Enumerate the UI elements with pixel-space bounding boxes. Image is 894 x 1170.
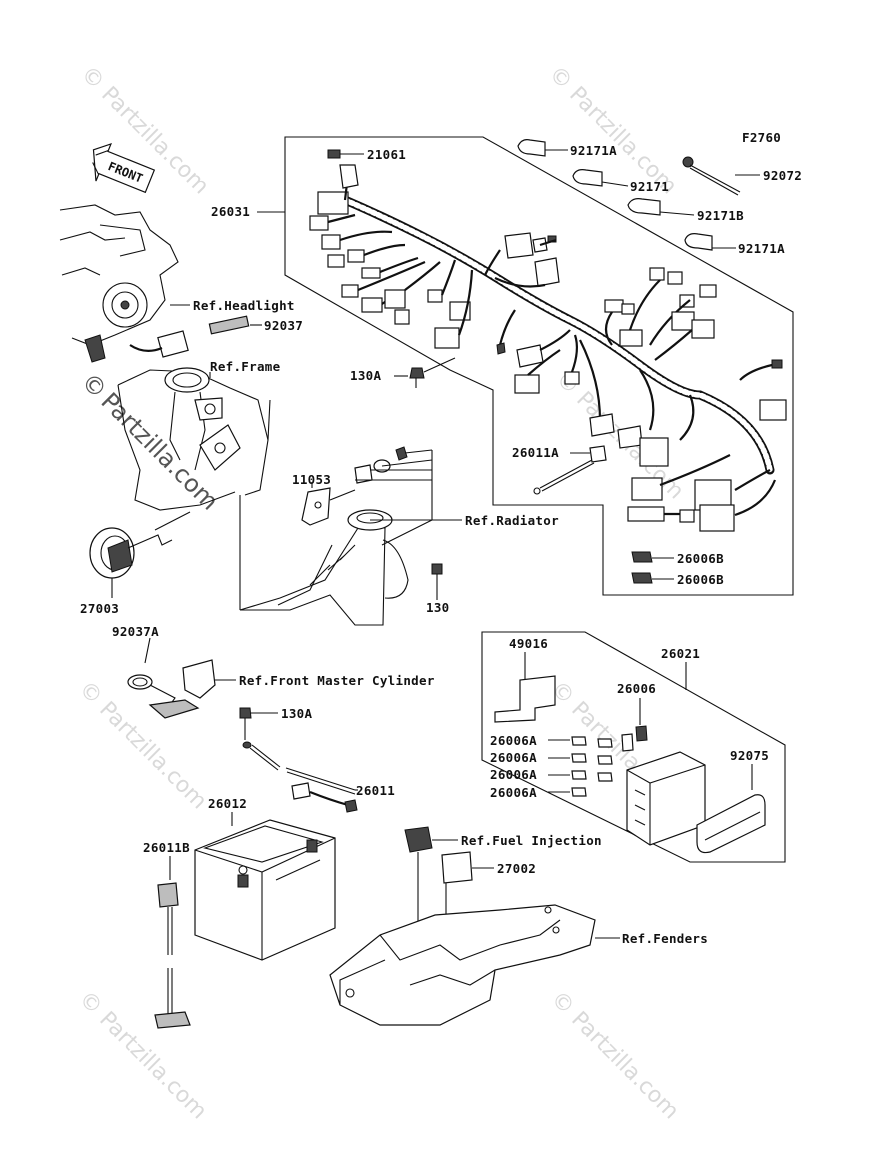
label-130: 130	[426, 600, 449, 615]
label-21061: 21061	[367, 147, 406, 162]
label-26011: 26011	[356, 783, 395, 798]
watermark-lower-left: © Partzilla.com	[74, 677, 212, 815]
watermark-bottom-left: © Partzilla.com	[74, 987, 212, 1125]
main-harness-box: 26031 21061	[211, 136, 794, 596]
label-130A-upper: 130A	[350, 368, 381, 383]
label-92171: 92171	[630, 179, 669, 194]
label-92171B: 92171B	[697, 208, 744, 223]
part-26012-battery: 26012	[194, 796, 336, 961]
relays-and-fender: Ref.Fuel Injection 27002 Ref.Fenders	[329, 826, 708, 1026]
part-130A-upper: 130A	[350, 357, 456, 388]
headlight-frame-assembly	[59, 204, 271, 610]
label-26021: 26021	[661, 646, 700, 661]
label-26011A: 26011A	[512, 445, 559, 460]
label-92072: 92072	[763, 168, 802, 183]
label-49016: 49016	[509, 636, 548, 651]
label-26006B-2: 26006B	[677, 572, 724, 587]
label-92075: 92075	[730, 748, 769, 763]
label-26012: 26012	[208, 796, 247, 811]
ref-radiator: Ref.Radiator	[465, 513, 559, 528]
part-92037: 92037	[208, 315, 303, 335]
label-92171A-bottom: 92171A	[738, 241, 785, 256]
label-26006A-2: 26006A	[490, 750, 537, 765]
label-130A-lower: 130A	[281, 706, 312, 721]
label-92171A-top: 92171A	[570, 143, 617, 158]
part-26011B: 26011B	[143, 840, 191, 1029]
label-27003: 27003	[80, 601, 119, 616]
label-92037A: 92037A	[112, 624, 159, 639]
label-26011B: 26011B	[143, 840, 190, 855]
part-92072: 92072	[682, 156, 802, 196]
ref-headlight: Ref.Headlight	[193, 298, 295, 313]
fuse-box-group: 49016 26021 26006 26006A 26006A 26006A 2…	[481, 631, 786, 863]
part-92171-clips: 92171A 92171 92171B 92171A	[517, 139, 785, 256]
label-27002: 27002	[497, 861, 536, 876]
part-130A-lower-and-26011: 130A 26011	[239, 706, 395, 813]
label-92037: 92037	[264, 318, 303, 333]
label-26006A-3: 26006A	[490, 767, 537, 782]
ref-front-master-cylinder: Ref.Front Master Cylinder	[239, 673, 435, 688]
label-26006A-1: 26006A	[490, 733, 537, 748]
label-26006B-1: 26006B	[677, 551, 724, 566]
ref-fuel-injection: Ref.Fuel Injection	[461, 833, 602, 848]
ref-frame: Ref.Frame	[210, 359, 281, 374]
label-11053: 11053	[292, 472, 331, 487]
radiator-group: 11053 Ref.Radiator 130	[239, 446, 559, 626]
part-26011A: 26011A	[512, 445, 607, 495]
figure-code: F2760	[742, 130, 781, 145]
part-27003-horn: 27003	[80, 511, 191, 616]
label-26006: 26006	[617, 681, 656, 696]
label-26031: 26031	[211, 204, 250, 219]
part-26006B: 26006B 26006B	[631, 551, 724, 587]
ref-fenders: Ref.Fenders	[622, 931, 708, 946]
front-arrow: FRONT	[92, 142, 156, 194]
master-cylinder-group: 92037A Ref.Front Master Cylinder	[112, 624, 435, 719]
watermark-bottom-right: © Partzilla.com	[546, 987, 684, 1125]
label-26006A-4: 26006A	[490, 785, 537, 800]
